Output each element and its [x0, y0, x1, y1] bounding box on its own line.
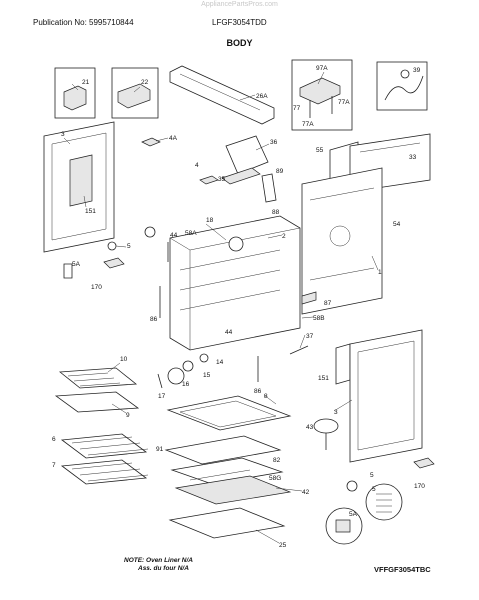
- callout-36: 36: [270, 139, 278, 146]
- callout-4: 4: [195, 162, 199, 169]
- callout-42: 42: [302, 489, 310, 496]
- callout-14: 14: [216, 359, 224, 366]
- callout-55: 55: [316, 147, 324, 154]
- callout-9: 9: [126, 412, 130, 419]
- callout-58a: 58A: [185, 230, 197, 237]
- part-22-bracket: [111, 67, 159, 119]
- part-43-screw: [313, 418, 339, 450]
- callout-97a: 97A: [316, 65, 328, 72]
- callout-5-right: 5: [370, 472, 374, 479]
- part-97a-assembly: [291, 59, 353, 131]
- callout-44-mid: 44: [225, 329, 233, 336]
- left-leveler-parts: [63, 241, 125, 279]
- callout-82: 82: [273, 457, 281, 464]
- broiler-pan: [54, 367, 140, 413]
- callout-35: 35: [218, 176, 226, 183]
- publication-number: Publication No: 5995710844: [33, 18, 134, 27]
- callout-39: 39: [413, 67, 421, 74]
- igniter-parts: [144, 226, 169, 262]
- oven-cavity-body: [169, 215, 301, 351]
- small-hardware: [157, 353, 209, 389]
- right-leveler-parts: [325, 457, 435, 545]
- callout-21: 21: [82, 79, 90, 86]
- callout-3-right: 3: [334, 409, 338, 416]
- callout-54: 54: [393, 221, 401, 228]
- callout-44-top: 44: [170, 232, 178, 239]
- callout-58g: 58G: [269, 475, 281, 482]
- part-39-harness: [376, 61, 428, 111]
- callout-89: 89: [276, 168, 284, 175]
- diagram-code: VFFGF3054TBC: [374, 565, 431, 574]
- callout-37: 37: [306, 333, 314, 340]
- callout-5a-right: 5A: [349, 511, 358, 518]
- callout-4a: 4A: [169, 135, 178, 142]
- bottom-cover-panel: [168, 507, 286, 539]
- oven-back-panel: [301, 167, 383, 315]
- left-side-panel: [43, 121, 115, 253]
- callout-58b: 58B: [313, 315, 325, 322]
- callout-170-left: 170: [91, 284, 102, 291]
- callout-17: 17: [158, 393, 166, 400]
- callout-77: 77: [293, 105, 301, 112]
- leader-lines: [63, 71, 379, 544]
- callout-2: 2: [282, 233, 286, 240]
- part-26a-rail: [169, 65, 275, 125]
- callout-22: 22: [141, 79, 149, 86]
- callout-86-left: 86: [150, 316, 158, 323]
- watermark: AppliancePartsPros.com: [201, 1, 278, 8]
- callout-26a: 26A: [256, 93, 268, 100]
- callout-5-inset: 5: [372, 486, 376, 493]
- callout-87: 87: [324, 300, 332, 307]
- note-oven-liner: NOTE: Oven Liner N/A: [124, 557, 193, 564]
- oven-bottom-panel: [166, 395, 292, 431]
- model-number: LFGF3054TDD: [212, 18, 267, 27]
- callout-33: 33: [409, 154, 417, 161]
- callout-151-right: 151: [318, 375, 329, 382]
- section-title: BODY: [226, 38, 253, 48]
- bake-burner-assembly: [164, 435, 292, 505]
- callout-43: 43: [306, 424, 314, 431]
- right-side-panel: [289, 329, 423, 463]
- callout-5-left: 5: [127, 243, 131, 250]
- callout-86-mid: 86: [254, 388, 262, 395]
- callout-88: 88: [272, 209, 280, 216]
- part-4a-clip: [141, 137, 161, 147]
- callout-15: 15: [203, 372, 211, 379]
- callout-10: 10: [120, 356, 128, 363]
- callout-5a-left: 5A: [72, 261, 81, 268]
- callout-170-right: 170: [414, 483, 425, 490]
- center-top-brackets: [199, 135, 277, 203]
- callout-151-left: 151: [85, 208, 96, 215]
- note-oven-liner-fr: Ass. du four N/A: [138, 565, 189, 572]
- callout-91: 91: [156, 446, 164, 453]
- callout-25: 25: [279, 542, 287, 549]
- callout-3-top: 3: [61, 131, 65, 138]
- callout-18: 18: [206, 217, 214, 224]
- part-87-hinge: [301, 291, 317, 305]
- callout-6: 6: [52, 436, 56, 443]
- part-21-bracket: [54, 67, 96, 119]
- callout-16: 16: [182, 381, 190, 388]
- callout-77a-bottom: 77A: [302, 121, 314, 128]
- callout-7: 7: [52, 462, 56, 469]
- callout-77a-right: 77A: [338, 99, 350, 106]
- oven-racks: [60, 433, 149, 485]
- callout-1: 1: [378, 269, 382, 276]
